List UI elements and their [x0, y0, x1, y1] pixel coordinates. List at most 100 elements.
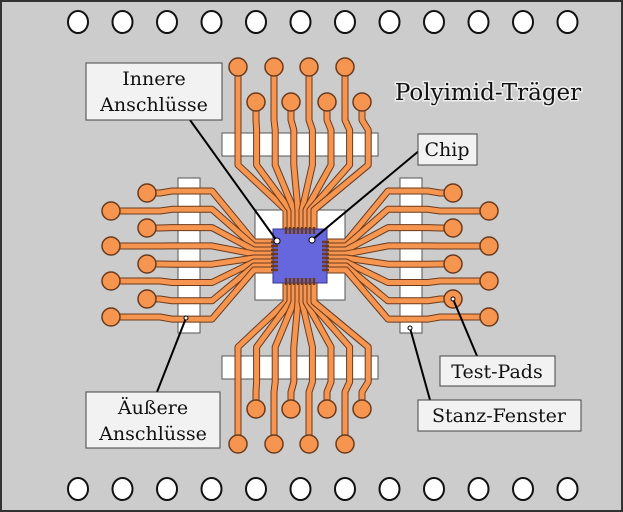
label-inner-leads: Innere Anschlüsse [85, 62, 223, 121]
sprocket-hole [156, 477, 178, 501]
lead-trace [271, 280, 297, 444]
leader-dots [183, 236, 456, 331]
lead-trace [253, 280, 293, 409]
inner-lead-finger [312, 278, 316, 285]
test-pad [264, 434, 284, 454]
leader-chip [311, 149, 421, 241]
lead-trace [111, 243, 276, 257]
sprocket-hole [512, 10, 534, 34]
lead-trace [111, 259, 276, 285]
inner-lead-finger [308, 278, 312, 285]
test-pad [479, 271, 499, 291]
test-pad [352, 92, 372, 112]
test-pad [479, 201, 499, 221]
inner-lead-finger [271, 256, 278, 260]
label-chip-text: Chip [424, 139, 469, 161]
sprocket-hole [334, 10, 356, 34]
test-pad [443, 218, 463, 238]
test-pad [352, 399, 372, 419]
inner-lead-finger [271, 248, 278, 252]
test-pad [101, 271, 121, 291]
lead-trace [324, 188, 453, 245]
punch-window-right [399, 177, 423, 334]
label-punch-window: Stanz-Fenster [417, 399, 582, 432]
inner-lead-finger [322, 268, 329, 272]
lead-trace [324, 255, 453, 267]
test-pad [228, 57, 248, 77]
lead-trace [324, 267, 489, 322]
leader-dot [407, 325, 413, 331]
sprocket-holes-bottom [67, 477, 579, 501]
lead-trace [288, 102, 301, 232]
test-pad [101, 307, 121, 327]
lead-trace [324, 259, 489, 285]
label-inner-leads-line2: Anschlüsse [99, 94, 208, 116]
label-outer-leads-line2: Anschlüsse [98, 423, 207, 445]
leader-punch-window [409, 327, 431, 401]
sprocket-hole [334, 477, 356, 501]
label-box [85, 391, 221, 449]
lead-trace [303, 280, 334, 409]
lead-trace [324, 206, 489, 249]
lead-trace [311, 280, 371, 409]
lead-trace [147, 225, 276, 253]
inner-lead-finger [312, 227, 316, 234]
inner-lead-finger [322, 252, 329, 256]
leader-test-pads [452, 298, 478, 357]
label-inner-leads-line1: Innere [122, 68, 186, 90]
inner-lead-finger [300, 227, 304, 234]
inner-lead-finger [271, 252, 278, 256]
sprocket-hole [378, 477, 401, 501]
test-pad [228, 434, 248, 454]
leader-outer-leads [156, 317, 187, 393]
label-box [417, 399, 582, 432]
label-box [439, 355, 556, 387]
inner-lead-finger [284, 278, 288, 285]
carrier-title: Polyimid-Träger [395, 80, 581, 106]
lead-trace [311, 102, 371, 232]
sprocket-holes-top [67, 10, 579, 34]
lead-trace [235, 280, 289, 444]
inner-lead-finger [296, 227, 300, 234]
test-pad [137, 254, 157, 274]
inner-lead-finger [271, 260, 278, 264]
test-pad [317, 399, 337, 419]
sprocket-hole [556, 10, 579, 34]
lead-trace [288, 280, 301, 409]
test-pad [137, 183, 157, 203]
label-box [417, 133, 478, 166]
test-pad [137, 289, 157, 309]
leader-dot [273, 237, 281, 245]
punch-window-left [177, 177, 201, 334]
lead-trace [299, 67, 315, 232]
inner-lead-finger [322, 240, 329, 244]
label-outer-leads-line1: Äußere [117, 396, 188, 419]
inner-lead-finger [296, 278, 300, 285]
punch-window-top [221, 132, 379, 157]
lead-trace [324, 225, 453, 253]
sprocket-hole [467, 10, 490, 34]
inner-lead-finger [284, 227, 288, 234]
label-test-pads: Test-Pads [439, 355, 556, 387]
leader-dot [183, 315, 189, 321]
sprocket-hole [111, 477, 134, 501]
chip [272, 228, 328, 284]
sprocket-hole [289, 10, 312, 34]
sprocket-hole [245, 477, 267, 501]
inner-lead-finger [271, 264, 278, 268]
test-pad [335, 434, 355, 454]
lead-trace [253, 102, 293, 232]
leader-lines [156, 119, 478, 401]
inner-lead-finger [292, 278, 296, 285]
test-pad [101, 236, 121, 256]
sprocket-hole [200, 10, 223, 34]
inner-lead-finger [304, 278, 308, 285]
label-outer-leads: Äußere Anschlüsse [85, 391, 221, 449]
lead-trace [111, 206, 276, 249]
test-pad [246, 92, 266, 112]
sprocket-hole [200, 477, 223, 501]
label-test-pads-text: Test-Pads [451, 361, 542, 383]
sprocket-hole [423, 477, 445, 501]
